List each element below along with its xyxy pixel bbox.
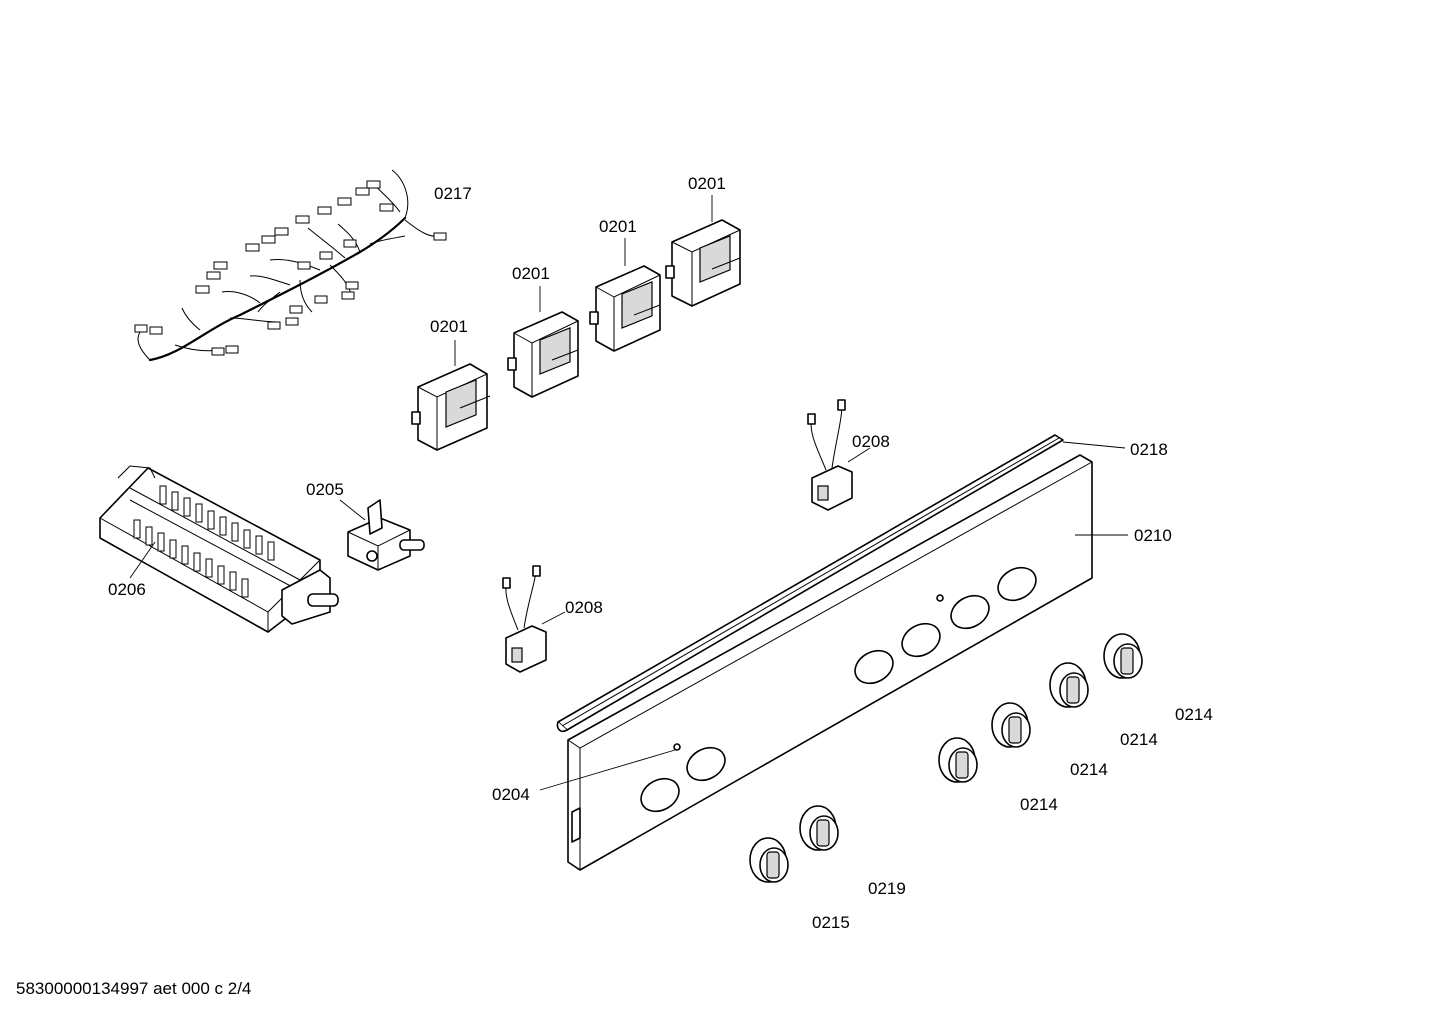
- knob-1-label: 0214: [1175, 705, 1213, 724]
- knob-3: [1049, 662, 1089, 708]
- switch-2-label: 0201: [512, 264, 550, 283]
- switch-1-label: 0201: [430, 317, 468, 336]
- rotary-switch-4: [665, 219, 741, 307]
- panel-label: 0210: [1134, 526, 1172, 545]
- rotary-switch-2: [507, 311, 579, 398]
- indicator-label: 0204: [492, 785, 530, 804]
- selector-switch: [99, 465, 339, 633]
- rotary-switch-1: [411, 363, 491, 451]
- sensor-upper: [807, 399, 853, 511]
- knob-3-label: 0214: [1070, 760, 1108, 779]
- sensor-upper-label: 0208: [852, 432, 890, 451]
- knob-4-label: 0214: [1020, 795, 1058, 814]
- knob-small-1: [799, 805, 839, 851]
- knob-4: [1103, 633, 1143, 679]
- selector-switch-label: 0206: [108, 580, 146, 599]
- wiring-harness: [134, 169, 447, 362]
- harness-label: 0217: [434, 184, 472, 203]
- switch-3-label: 0201: [599, 217, 637, 236]
- switch-4-label: 0201: [688, 174, 726, 193]
- strip-label: 0218: [1130, 440, 1168, 459]
- trim-strip: [556, 434, 1064, 733]
- regulator-label: 0205: [306, 480, 344, 499]
- knob-small-2: [749, 837, 789, 883]
- knob-small-1-label: 0219: [868, 879, 906, 898]
- knob-small-2-label: 0215: [812, 913, 850, 932]
- energy-regulator: [347, 499, 425, 571]
- sensor-lower-label: 0208: [565, 598, 603, 617]
- knob-1: [938, 737, 978, 783]
- control-panel: [567, 454, 1093, 871]
- sensor-lower: [502, 565, 547, 673]
- knob-2-label: 0214: [1120, 730, 1158, 749]
- rotary-switch-3: [589, 265, 661, 352]
- drawing-reference: 58300000134997 aet 000 c 2/4: [16, 979, 252, 998]
- knob-2: [991, 702, 1031, 748]
